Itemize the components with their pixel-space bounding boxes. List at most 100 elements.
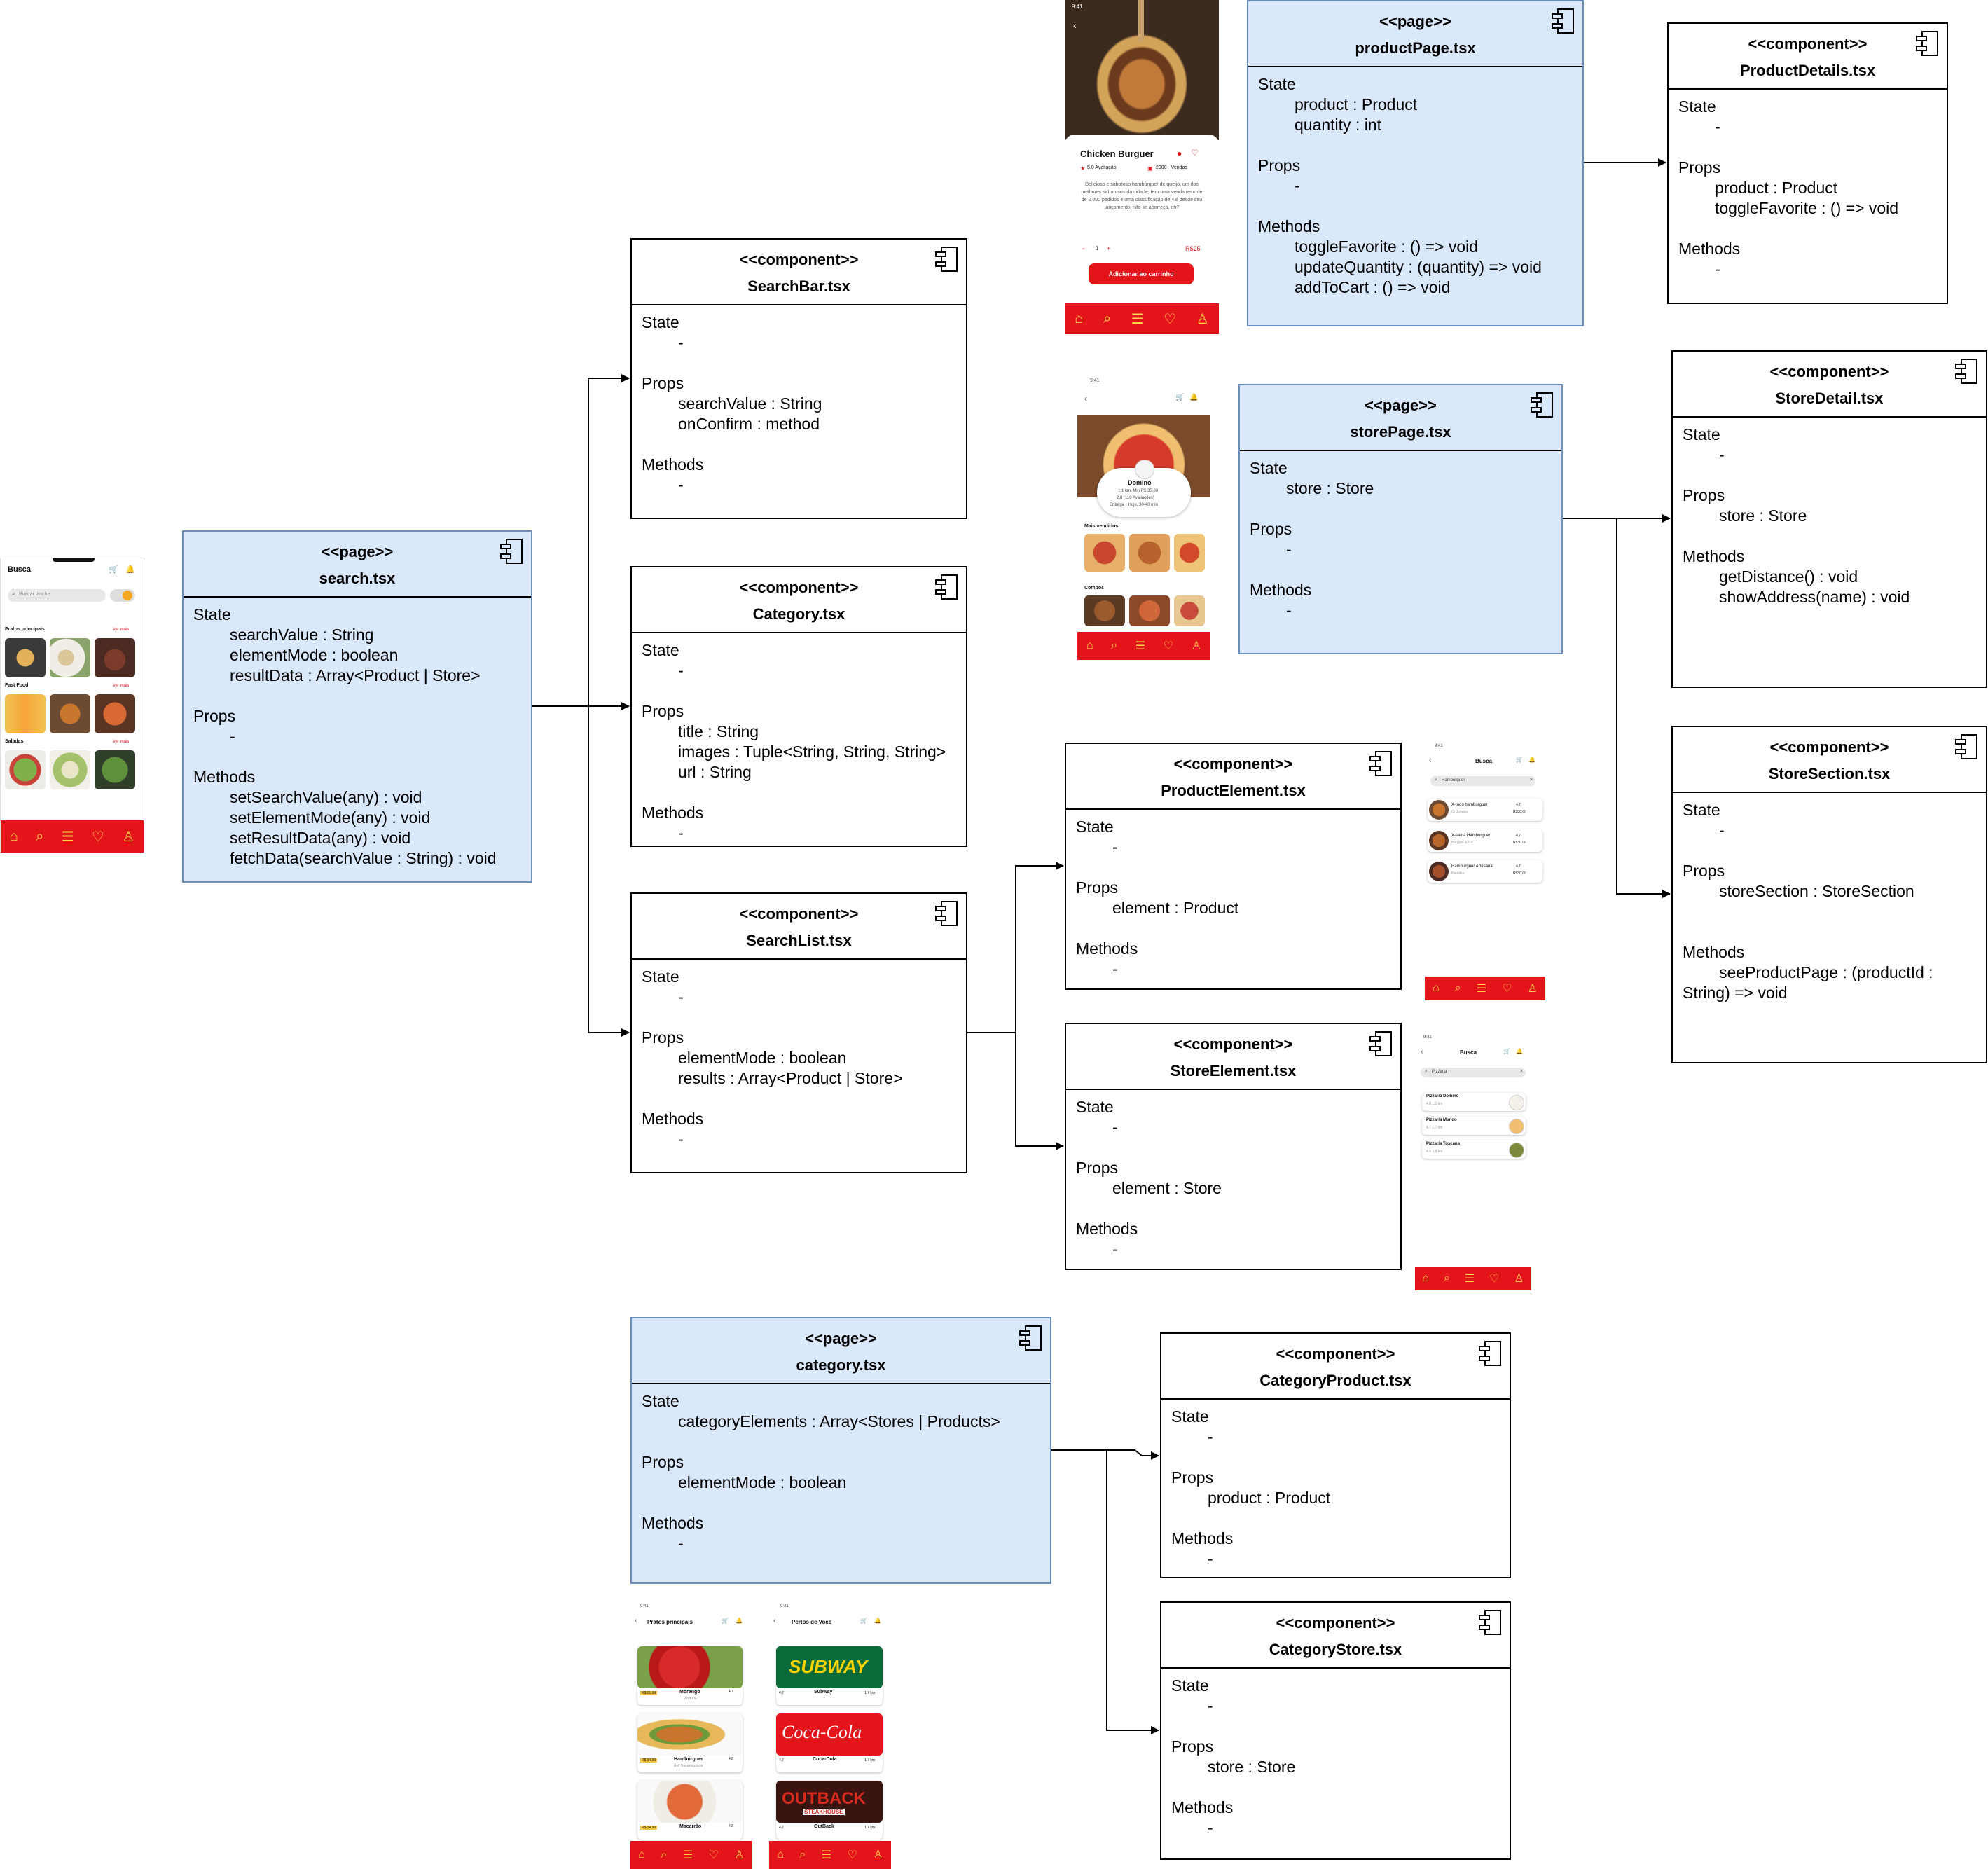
item-distance: 1,7 km <box>864 1826 876 1830</box>
bell-icon[interactable]: 🔔 <box>1189 394 1199 401</box>
productelement-component-box[interactable]: <<component>> ProductElement.tsx State -… <box>1065 743 1402 990</box>
storesection-component-box[interactable]: <<component>> StoreSection.tsx State - P… <box>1671 726 1987 1063</box>
profile-icon[interactable]: ♙ <box>1191 640 1202 652</box>
heart-icon[interactable]: ♡ <box>1502 983 1512 995</box>
storedetail-component-box[interactable]: <<component>> StoreDetail.tsx State - Pr… <box>1671 350 1987 688</box>
see-more-link[interactable]: Ver mais <box>113 628 130 632</box>
bell-icon[interactable]: 🔔 <box>1516 1048 1523 1054</box>
add-to-cart-button[interactable]: Adicionar ao carrinho <box>1089 263 1194 284</box>
burger-icon[interactable]: ☰ <box>1131 311 1144 327</box>
burger-icon[interactable]: ☰ <box>1135 640 1146 652</box>
burger-icon[interactable]: ☰ <box>682 1849 693 1861</box>
searchbar-component-box[interactable]: <<component>> SearchBar.tsx State - Prop… <box>630 238 967 519</box>
list-item[interactable] <box>1422 1093 1526 1111</box>
heart-icon[interactable]: ♡ <box>1489 1273 1500 1285</box>
component-icon <box>1531 392 1554 419</box>
burger-icon[interactable]: ☰ <box>821 1849 832 1861</box>
home-icon[interactable]: ⌂ <box>9 828 18 844</box>
section-title: Pratos principais <box>5 627 45 632</box>
category-page-box[interactable]: <<page>> category.tsx State categoryElem… <box>630 1317 1051 1584</box>
stereotype: <<page>> <box>1379 13 1451 30</box>
profile-icon[interactable]: ♙ <box>1527 983 1538 995</box>
props-label: Props <box>642 702 684 720</box>
productpage-page-box[interactable]: <<page>> productPage.tsx State product :… <box>1247 0 1584 326</box>
favorite-icon[interactable]: ♡ <box>1191 148 1199 158</box>
storepage-page-box[interactable]: <<page>> storePage.tsx State store : Sto… <box>1238 384 1563 654</box>
home-icon[interactable]: ⌂ <box>1433 982 1440 994</box>
see-more-link[interactable]: Ver mais <box>113 684 130 688</box>
list-item[interactable] <box>1422 1140 1526 1159</box>
state-label: State <box>1683 801 1720 819</box>
state-item: quantity : int <box>1295 116 1382 134</box>
location-icon[interactable]: ● <box>1177 149 1182 158</box>
heart-icon[interactable]: ♡ <box>847 1849 857 1861</box>
cart-icon[interactable]: 🛒 <box>722 1618 729 1624</box>
profile-icon[interactable]: ♙ <box>1514 1273 1524 1285</box>
search-icon[interactable]: ⌕ <box>36 828 44 844</box>
bell-icon[interactable]: 🔔 <box>874 1618 881 1624</box>
clear-icon[interactable]: × <box>1530 778 1533 782</box>
clear-icon[interactable]: × <box>1520 1069 1524 1074</box>
search-icon[interactable]: ⌕ <box>1454 982 1461 994</box>
minus-button[interactable]: − <box>1082 245 1086 252</box>
back-icon[interactable]: ‹ <box>773 1617 776 1625</box>
search-query: Hamburguer <box>1442 778 1465 782</box>
profile-icon[interactable]: ♙ <box>873 1849 883 1861</box>
cart-icon[interactable]: 🛒 <box>860 1618 867 1624</box>
profile-icon[interactable]: ♙ <box>1196 311 1209 327</box>
heart-icon[interactable]: ♡ <box>708 1849 719 1861</box>
stereotype: <<page>> <box>321 543 394 560</box>
categoryproduct-component-box[interactable]: <<component>> CategoryProduct.tsx State … <box>1160 1332 1511 1578</box>
cart-icon[interactable]: 🛒 <box>1503 1048 1510 1054</box>
home-icon[interactable]: ⌂ <box>1075 310 1084 326</box>
search-input[interactable] <box>1430 776 1535 786</box>
methods-label: Methods <box>642 1110 704 1128</box>
back-icon[interactable]: ‹ <box>1429 757 1432 764</box>
searchlist-component-box[interactable]: <<component>> SearchList.tsx State - Pro… <box>630 892 967 1173</box>
burger-icon[interactable]: ☰ <box>1464 1273 1475 1285</box>
home-icon[interactable]: ⌂ <box>638 1849 645 1861</box>
search-input[interactable] <box>8 589 106 602</box>
home-icon[interactable]: ⌂ <box>777 1849 784 1861</box>
plus-button[interactable]: + <box>1107 245 1111 252</box>
edge-storepage-to-storesection <box>1616 518 1671 898</box>
burger-icon[interactable]: ☰ <box>61 829 74 845</box>
categorystore-component-box[interactable]: <<component>> CategoryStore.tsx State - … <box>1160 1601 1511 1860</box>
list-item[interactable] <box>1422 1117 1526 1135</box>
productdetails-component-box[interactable]: <<component>> ProductDetails.tsx State -… <box>1667 22 1948 304</box>
home-icon[interactable]: ⌂ <box>1086 640 1093 651</box>
bell-icon[interactable]: 🔔 <box>1528 757 1535 763</box>
search-icon[interactable]: ⌕ <box>799 1849 806 1861</box>
cart-icon[interactable]: 🛒 <box>1516 757 1523 763</box>
item-name: Morango <box>679 1690 700 1695</box>
heart-icon[interactable]: ♡ <box>1163 640 1174 652</box>
storeelement-component-box[interactable]: <<component>> StoreElement.tsx State - P… <box>1065 1023 1402 1270</box>
component-icon <box>1955 359 1979 385</box>
heart-icon[interactable]: ♡ <box>1164 311 1177 327</box>
edge-search-to-searchbar <box>532 374 630 707</box>
methods-label: Methods <box>1076 939 1138 958</box>
search-icon[interactable]: ⌕ <box>1103 310 1112 326</box>
profile-icon[interactable]: ♙ <box>122 829 135 845</box>
heart-icon[interactable]: ♡ <box>92 829 104 845</box>
bell-icon[interactable]: 🔔 <box>736 1618 743 1624</box>
search-input[interactable] <box>1421 1068 1526 1077</box>
box-body: State - Props store : Store Methods - <box>1171 1676 1504 1838</box>
see-more-link[interactable]: Ver mais <box>113 740 130 744</box>
search-icon[interactable]: ⌕ <box>661 1849 668 1861</box>
burger-icon[interactable]: ☰ <box>1476 983 1487 995</box>
profile-icon[interactable]: ♙ <box>734 1849 745 1861</box>
item-price: R$30,00 <box>1513 841 1526 845</box>
home-icon[interactable]: ⌂ <box>1422 1272 1430 1284</box>
category-component-box[interactable]: <<component>> Category.tsx State - Props… <box>630 566 967 847</box>
back-icon[interactable]: ‹ <box>1073 20 1077 31</box>
back-icon[interactable]: ‹ <box>1421 1048 1423 1056</box>
search-icon[interactable]: ⌕ <box>1443 1272 1450 1284</box>
back-icon[interactable]: ‹ <box>635 1617 637 1625</box>
state-label: State <box>1250 459 1288 477</box>
search-icon[interactable]: ⌕ <box>1111 640 1118 651</box>
cart-icon[interactable]: 🛒 <box>1175 394 1185 401</box>
back-icon[interactable]: ‹ <box>1084 394 1087 404</box>
edge-category-to-categorystore <box>1106 1450 1159 1734</box>
search-page-box[interactable]: <<page>> search.tsx State searchValue : … <box>182 530 532 883</box>
